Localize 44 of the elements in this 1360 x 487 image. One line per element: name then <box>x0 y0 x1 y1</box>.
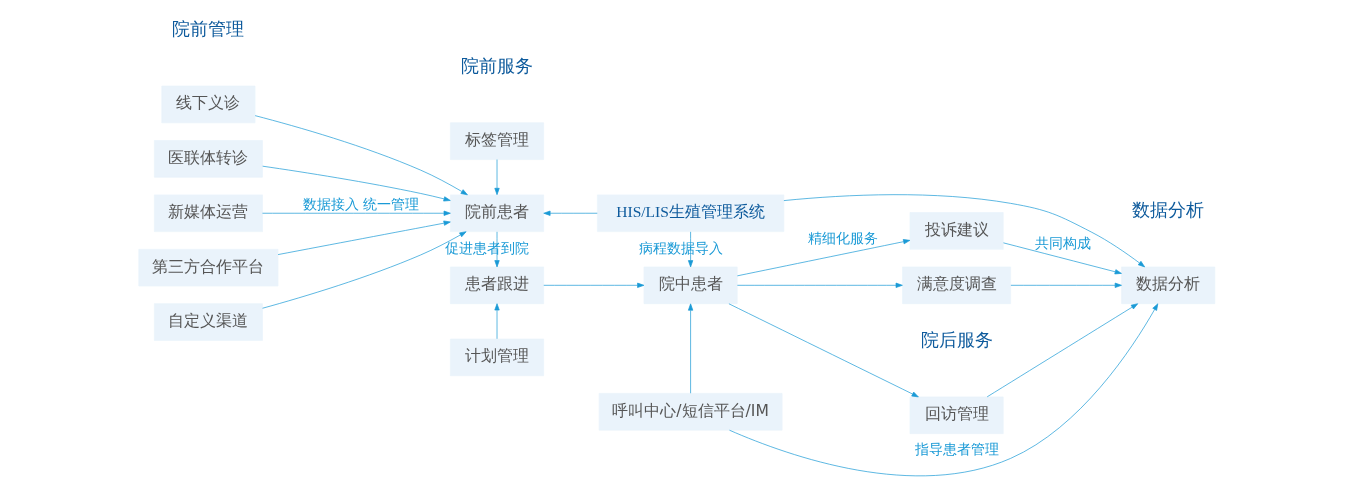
node-box: 回访管理 <box>909 396 1004 435</box>
node-box: 医联体转诊 <box>154 140 263 178</box>
arrow <box>688 303 694 394</box>
node-box: 标签管理 <box>450 122 544 160</box>
arrow <box>737 239 911 277</box>
arrow <box>494 159 500 196</box>
arrow <box>737 282 903 288</box>
arrow <box>262 165 451 202</box>
arrow <box>262 210 451 216</box>
node-box: 院前患者 <box>450 194 544 232</box>
node-box: 院中患者 <box>643 266 738 305</box>
arrow <box>277 220 451 255</box>
node-box: 第三方合作平台 <box>138 248 279 287</box>
node-box: 患者跟进 <box>450 266 544 305</box>
node-box: 新媒体运营 <box>154 194 263 232</box>
arrow <box>729 303 1159 477</box>
node-box: 投诉建议 <box>909 212 1004 250</box>
node-box: 自定义渠道 <box>154 303 263 341</box>
arrow <box>728 303 919 398</box>
edge-label: 促进患者到院 <box>445 239 530 256</box>
label: 院前管理 <box>172 19 245 40</box>
label: 院前服务 <box>461 56 534 77</box>
node-box: 数据分析 <box>1121 266 1216 305</box>
node-box: HIS/LIS生殖管理系统 <box>597 194 785 232</box>
edge-label: 共同构成 <box>1034 234 1091 251</box>
arrow <box>543 282 645 288</box>
arrow <box>254 115 468 196</box>
arrow <box>986 303 1139 398</box>
arrow <box>1010 282 1122 288</box>
edge-label: 数据接入 统一管理 <box>302 196 420 213</box>
node-box: 呼叫中心/短信平台/IM <box>598 393 783 431</box>
arrow <box>783 194 1146 268</box>
arrow <box>543 210 598 216</box>
edge-label: 指导患者管理 <box>914 441 999 458</box>
label: 数据分析 <box>1132 200 1205 221</box>
arrow <box>262 231 467 309</box>
node-box: 线下义诊 <box>161 85 256 124</box>
arrow <box>494 231 500 268</box>
arrow <box>494 303 500 340</box>
node-box: 满意度调查 <box>902 266 1011 305</box>
node-box: 计划管理 <box>450 338 544 377</box>
label: 院后服务 <box>920 330 993 351</box>
arrow <box>1003 242 1122 275</box>
edge-label: 精细化服务 <box>808 229 879 246</box>
